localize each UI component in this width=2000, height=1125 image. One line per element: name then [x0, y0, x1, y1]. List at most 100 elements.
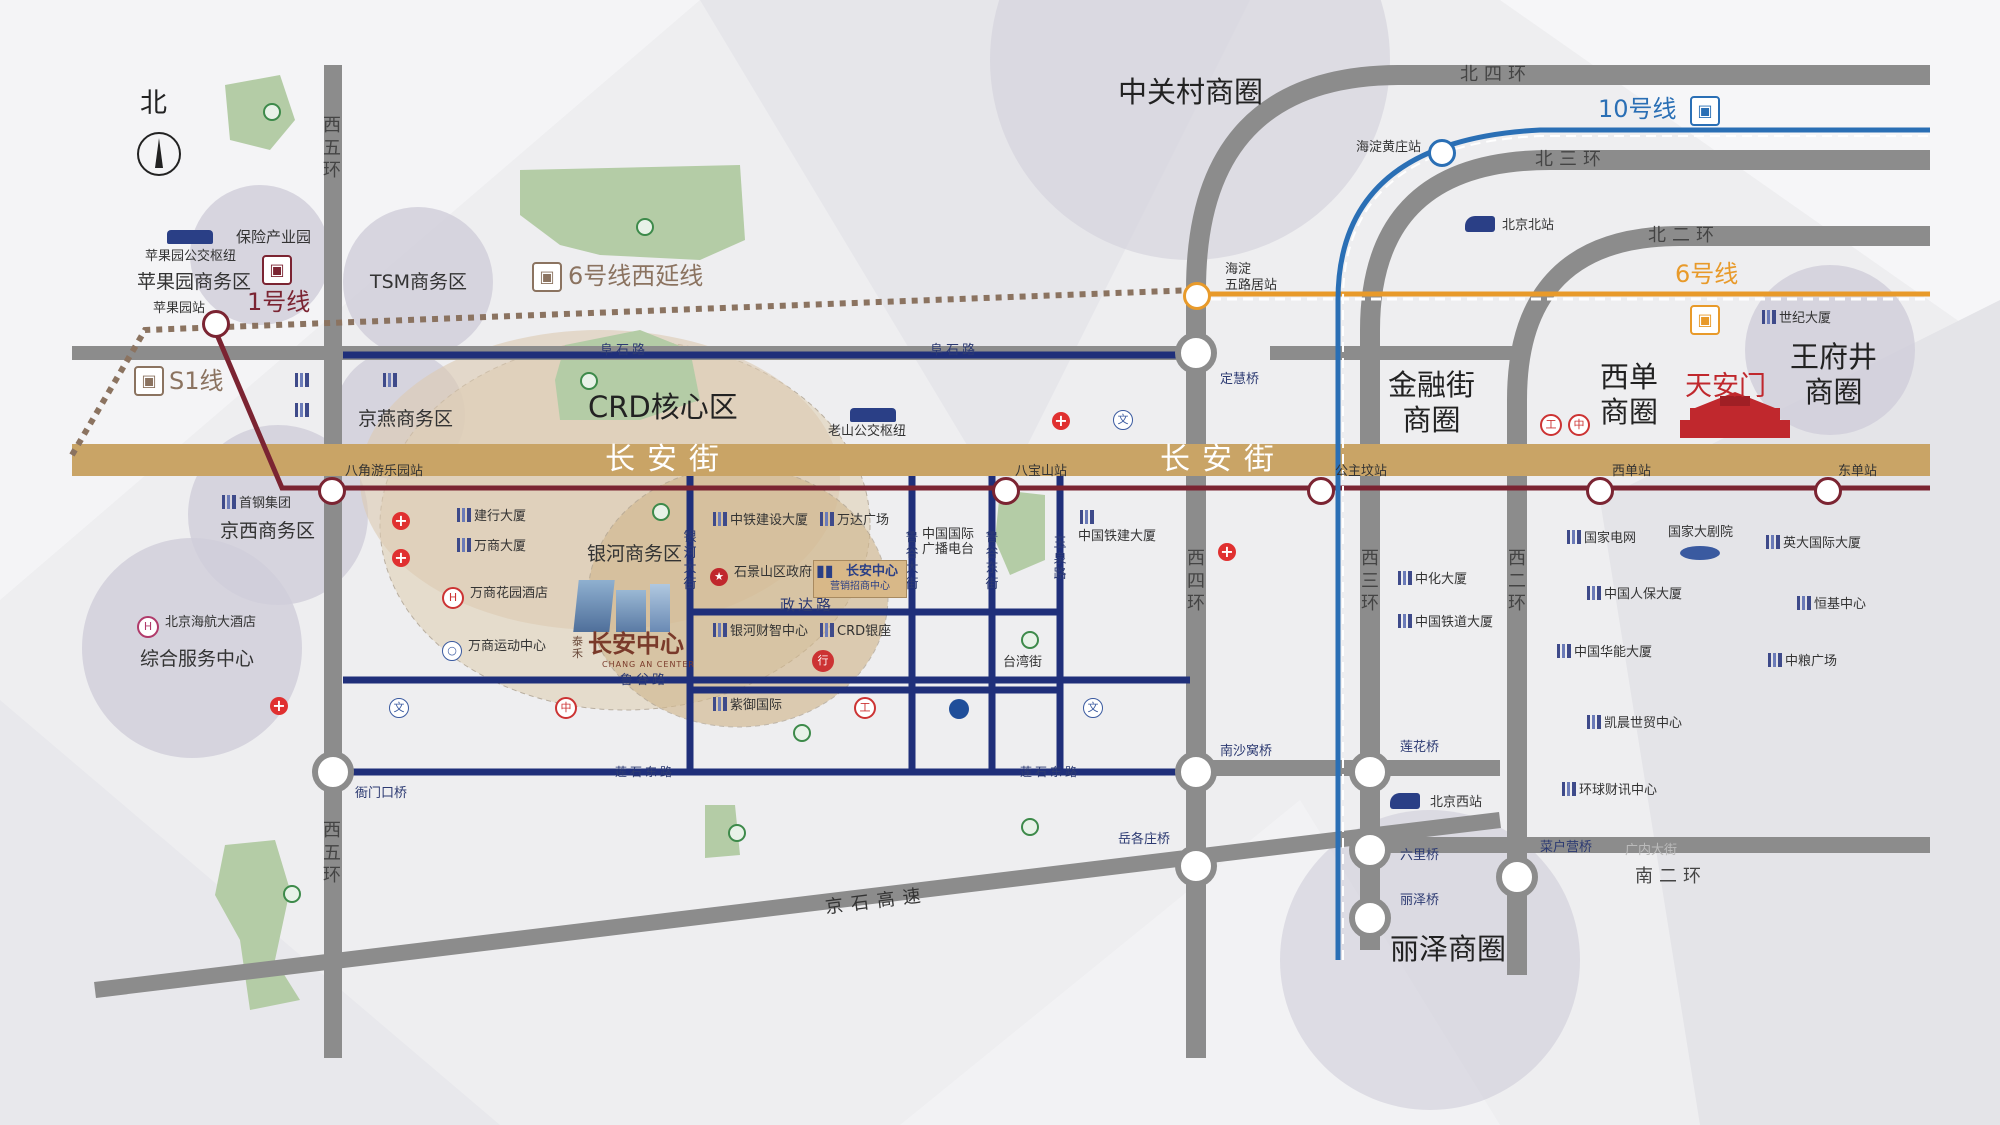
road-label-faded: 广内大街 [1625, 843, 1678, 858]
bank-icon [949, 699, 969, 719]
bank-icon: 行 [812, 650, 834, 672]
station-label: 海淀黄庄站 [1356, 140, 1422, 155]
station-label: 公主坟站 [1335, 464, 1388, 479]
building-icon [1398, 614, 1412, 628]
building-icon [295, 403, 309, 417]
district-label: 京燕商务区 [358, 408, 454, 430]
station-label: 八角游乐园站 [345, 464, 424, 479]
building-name: 中铁建设大厦 [730, 513, 809, 528]
metro-label-line6-west: 6号线西延线 [568, 262, 704, 290]
project-brand: 泰禾 [572, 635, 583, 661]
station-icon [202, 310, 230, 338]
road-changan [72, 444, 1930, 476]
road-label-changan: 长安街 [605, 442, 731, 477]
hospital-icon: + [392, 512, 410, 530]
park-icon [1021, 818, 1039, 836]
building-icon [713, 697, 727, 711]
building-name: 国家电网 [1584, 531, 1637, 546]
station-icon [992, 477, 1020, 505]
building-label [295, 403, 312, 418]
district-label: CRD核心区 [588, 390, 738, 424]
bank-icon: 工 [854, 697, 876, 719]
road-label-fushi: 阜石路 [930, 343, 979, 358]
building-icon [1562, 782, 1576, 796]
bridge-label: 莲花桥 [1400, 740, 1440, 755]
building-name: 英大国际大厦 [1783, 536, 1862, 551]
building-label: 中国华能大厦 [1557, 644, 1652, 659]
hotel-icon: H [137, 616, 159, 638]
park-area [225, 75, 295, 150]
park-icon [636, 218, 654, 236]
park-icon [263, 103, 281, 121]
building-name: 紫御国际 [730, 698, 783, 713]
ring-label-west5: 西五环 [323, 820, 341, 886]
building-label: 中国铁建大厦 [1078, 529, 1157, 544]
building-label: 世纪大厦 [1762, 310, 1831, 325]
building-label: 环球财讯中心 [1562, 782, 1657, 797]
road-label-changan: 长安街 [1160, 442, 1286, 477]
building-name: 环球财讯中心 [1579, 783, 1658, 798]
building-name: 建行大厦 [474, 509, 527, 524]
building-icon [457, 508, 471, 522]
subway-icon: ▣ [134, 366, 164, 396]
bridge-label: 菜户营桥 [1540, 840, 1593, 855]
park-area [995, 490, 1045, 575]
building-icon [1762, 310, 1776, 324]
building-label: 紫御国际 [713, 697, 782, 712]
north-arrow-icon [137, 132, 181, 176]
building-name: 中粮广场 [1785, 654, 1838, 669]
project-name-en: CHANG AN CENTER [602, 660, 695, 669]
zone-wangfujing [1745, 265, 1915, 435]
bus-hub-label: 老山公交枢纽 [828, 424, 907, 439]
ring-west2 [1507, 226, 1930, 975]
station-icon [1586, 477, 1614, 505]
building-name: 中化大厦 [1415, 572, 1468, 587]
station-label: 北京北站 [1502, 218, 1555, 233]
district-roads [343, 351, 1190, 776]
metro-line10 [1335, 127, 1930, 960]
building-icon [1080, 510, 1094, 524]
building-label: 国家大剧院 [1668, 525, 1734, 540]
government-icon: ★ [710, 568, 728, 586]
subway-icon: ▣ [262, 255, 292, 285]
park-icon [793, 724, 811, 742]
station-label: 北京西站 [1430, 795, 1483, 810]
building-label: 中国铁道大厦 [1398, 614, 1493, 629]
subway-icon: ▣ [532, 262, 562, 292]
building-name: 凯晨世贸中心 [1604, 716, 1683, 731]
building-name: 恒基中心 [1814, 597, 1867, 612]
interchanges [312, 332, 1538, 939]
building-label: CRD银座 [820, 623, 891, 638]
building-icon [820, 623, 834, 637]
ring-west4 [1186, 65, 1930, 1058]
ring-label-north4: 北四环 [1460, 64, 1532, 85]
station-icon [1428, 139, 1456, 167]
bridge-label: 丽泽桥 [1400, 893, 1440, 908]
district-label: 丽泽商圈 [1390, 932, 1507, 966]
ring-label-north3: 北三环 [1535, 149, 1607, 170]
hospital-icon: + [392, 549, 410, 567]
building-name: 首钢集团 [239, 496, 292, 511]
bridge-label: 衙门口桥 [355, 786, 408, 801]
park-area [520, 165, 745, 260]
sales-center-label: 营销招商中心 [830, 581, 890, 592]
road-label-yinhe: 银河大街 [683, 530, 697, 592]
building-label [383, 373, 400, 388]
ring-label-west3: 西三环 [1361, 548, 1379, 614]
bg-facet [1500, 0, 2000, 350]
zone-zhongguancun [990, 0, 1390, 260]
building-name: 万达广场 [837, 513, 890, 528]
park-icon [652, 503, 670, 521]
building-label: 首钢集团 [222, 495, 291, 510]
sales-center-name: 长安中心 [846, 564, 899, 579]
road-label-zhengda: 政达路 [780, 596, 835, 614]
district-label: 综合服务中心 [140, 648, 255, 670]
district-label: 保险产业园 [236, 228, 312, 246]
building-icon [1398, 571, 1412, 585]
station-label: 苹果园站 [153, 301, 206, 316]
hotel-icon: H [442, 587, 464, 609]
building-icon [383, 373, 397, 387]
school-icon: 文 [389, 698, 409, 718]
